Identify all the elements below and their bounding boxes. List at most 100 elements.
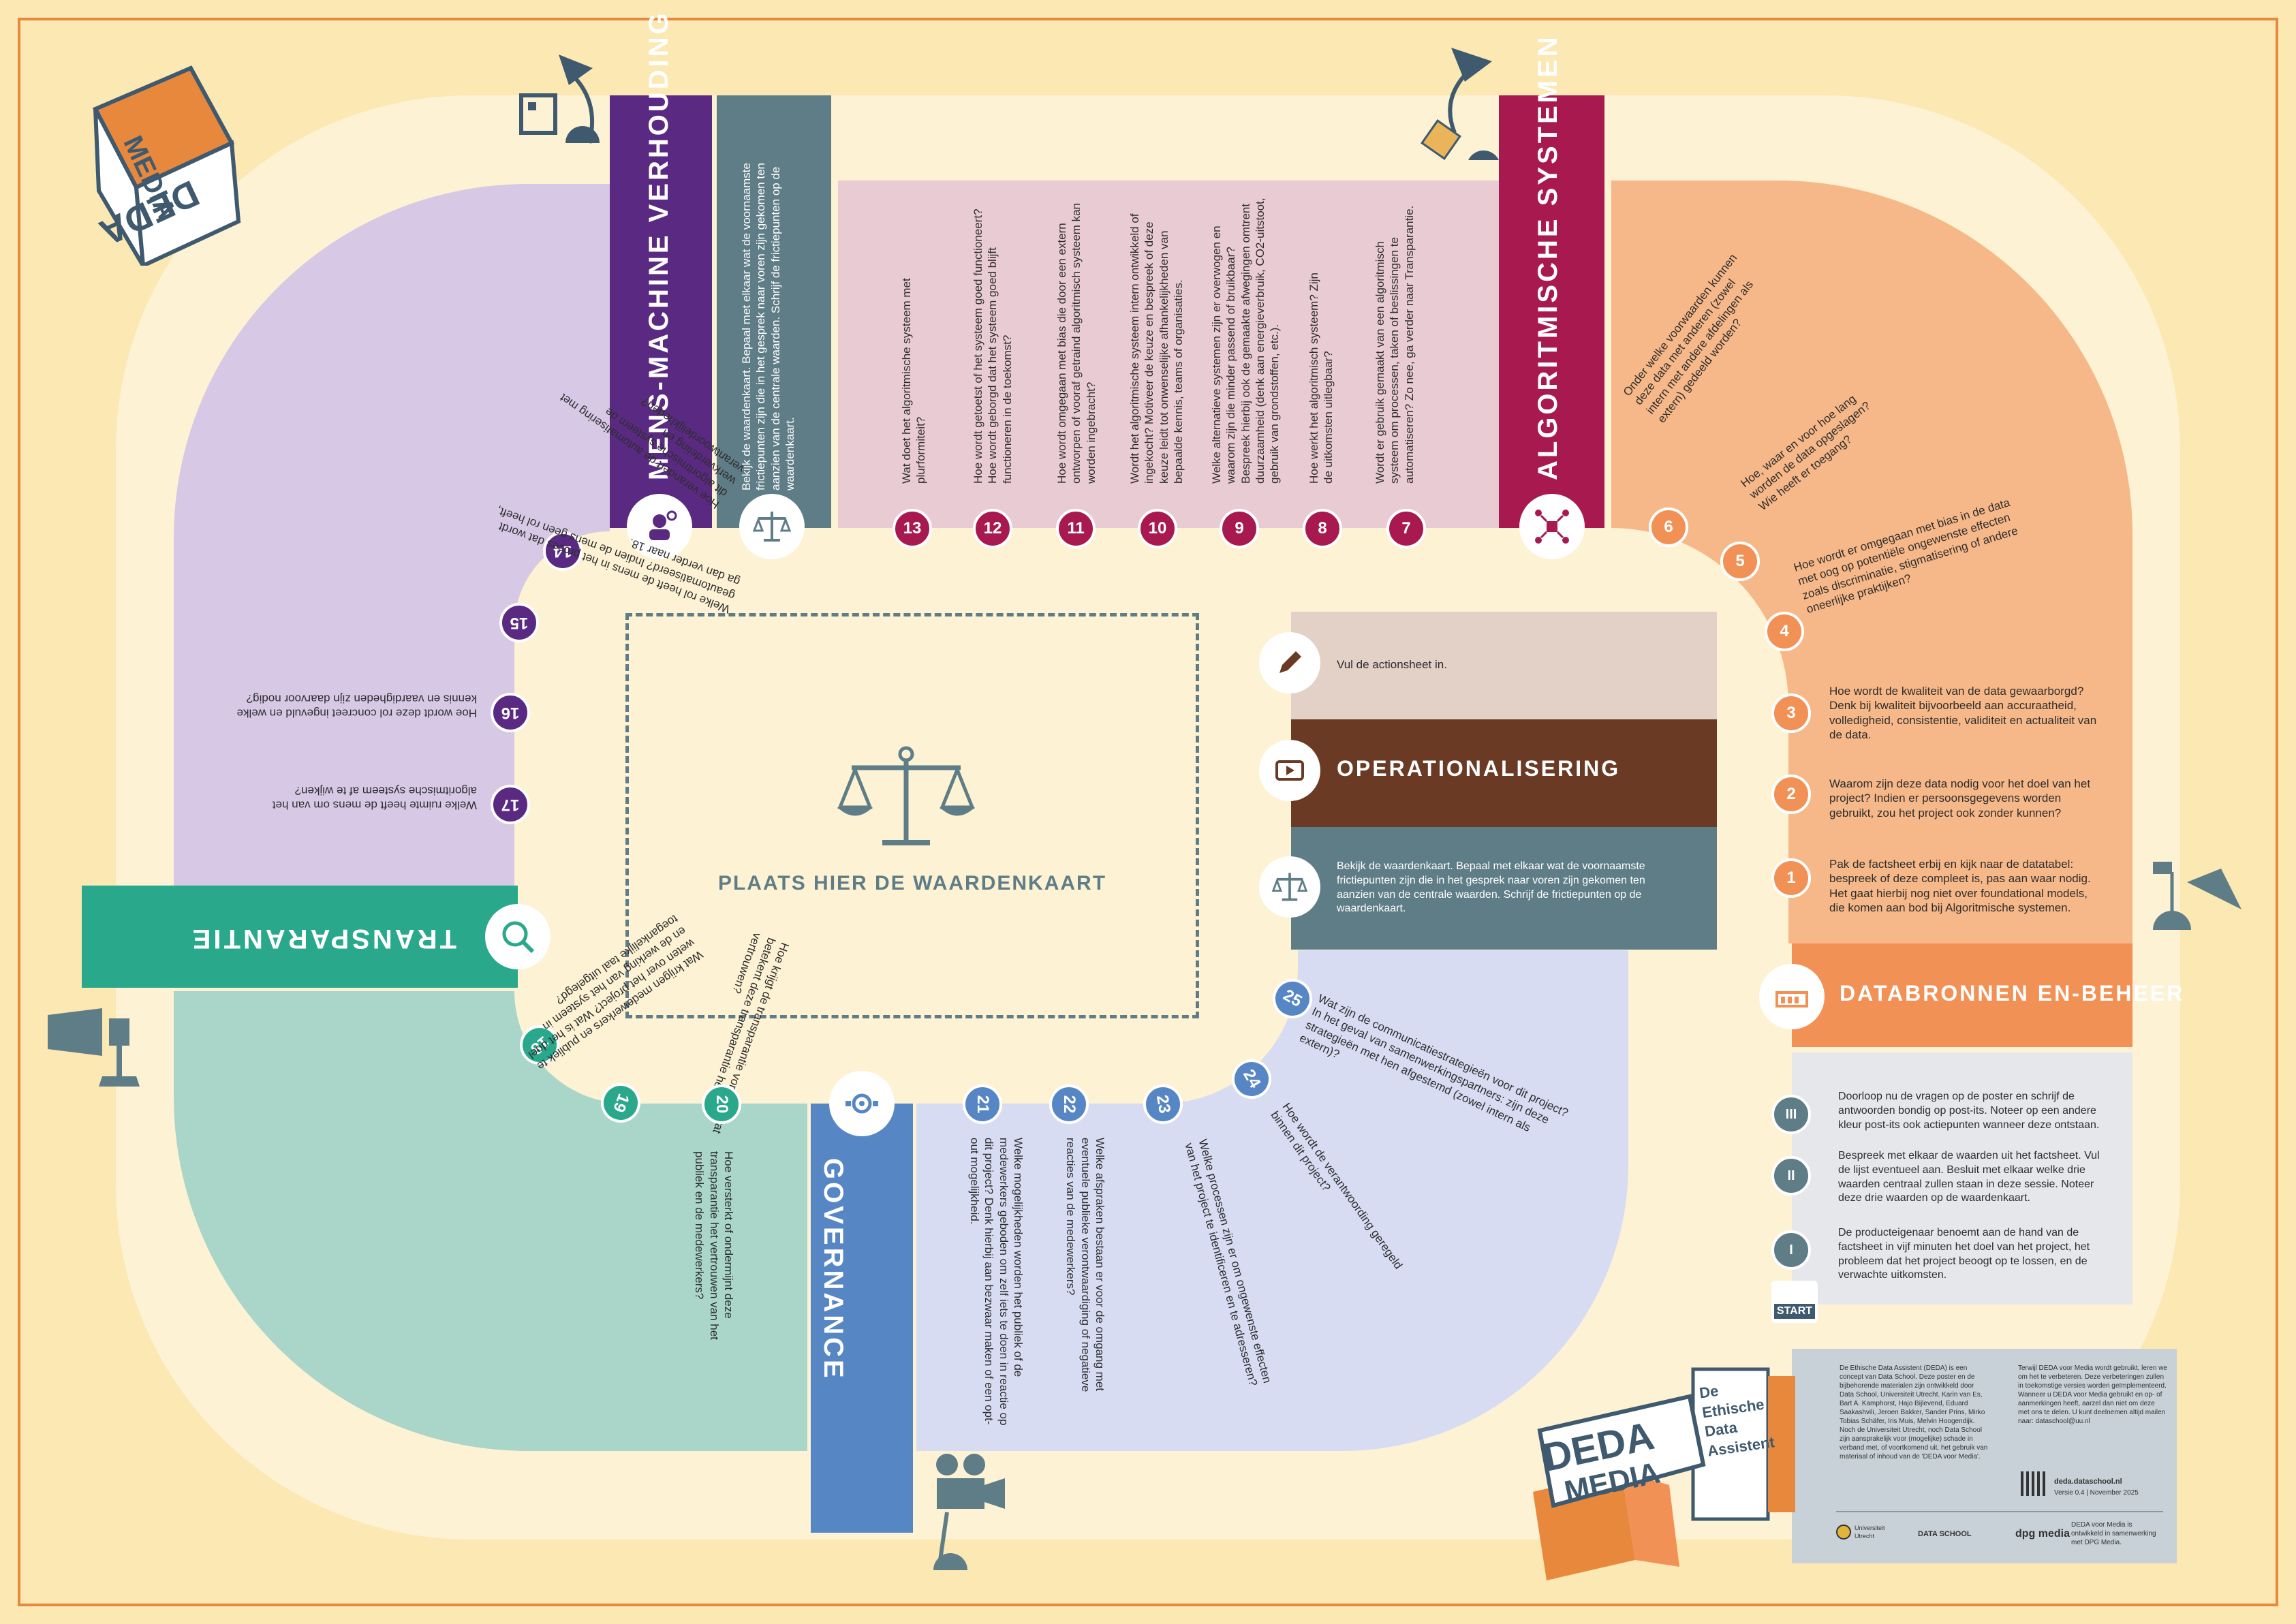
operationalisering-band <box>1291 719 1717 827</box>
algoritmische-question-zone <box>838 181 1499 528</box>
question-number: 17 <box>491 785 530 824</box>
algoritmische-band <box>1499 95 1604 528</box>
question-text: Pak de factsheet erbij en kijk naar de d… <box>1829 858 2091 914</box>
question-number: 22 <box>1049 1084 1089 1124</box>
network-icon <box>1535 510 1569 544</box>
waardenkaart-row <box>1291 827 1717 950</box>
waardenkaart-text: Bekijk de waardenkaart. Bepaal met elkaa… <box>1337 860 1645 915</box>
step-number: I <box>1771 1230 1811 1270</box>
start-badge: START <box>1771 1281 1818 1323</box>
footer-site: deda.dataschool.nl <box>2054 1478 2122 1486</box>
footer-panel <box>1792 1349 2177 1563</box>
megaphone-icon <box>48 1008 140 1087</box>
question-number: 9 <box>1220 509 1259 548</box>
algoritmische-icon <box>1519 494 1585 559</box>
question-text: Hoe wordt de kwaliteit van de data gewaa… <box>1829 685 2097 741</box>
waardenkaart-top-icon <box>739 494 805 559</box>
actionsheet-text: Vul de actionsheet in. <box>1337 658 1447 671</box>
question-number: 10 <box>1138 509 1177 548</box>
lavender-cutout <box>514 531 610 886</box>
governance-title: GOVERNANCE <box>818 1158 848 1381</box>
question-text: Welke mogelijkheden worden het publiek o… <box>968 1138 1025 1426</box>
mens-machine-icon <box>627 494 692 559</box>
dpg-logo: dpg media <box>2015 1528 2070 1540</box>
question-text: Hoe versterkt of ondermijnt deze transpa… <box>693 1151 736 1340</box>
camera-icon <box>933 1454 1005 1570</box>
question-text: Welke ruimte heeft de mens om van het al… <box>272 784 477 812</box>
waardenkaart-column <box>717 95 831 528</box>
magnifier-icon <box>502 921 535 954</box>
pencil-icon <box>1279 651 1301 673</box>
waardenkaart-icon <box>1259 856 1320 918</box>
spotlight-icon <box>2153 862 2241 930</box>
lamp-icon <box>519 54 600 144</box>
uu-logo: Universiteit Utrecht <box>1855 1525 1885 1540</box>
question-number: 7 <box>1386 509 1426 548</box>
start-steps-panel <box>1792 1052 2132 1305</box>
box-title: De Ethische Data Assistent <box>1698 1381 1776 1460</box>
database-icon <box>1775 991 1808 1008</box>
footer-col1: De Ethische Data Assistent (DEDA) is een… <box>1840 1364 1988 1461</box>
deda-logo-bottom: DEDA MEDIA <box>1526 1356 1812 1580</box>
question-number: 15 <box>499 603 539 642</box>
question-text: Wordt het algoritmische systeem intern o… <box>1128 213 1185 484</box>
question-text: Wat doet het algoritmische systeem met p… <box>900 278 928 484</box>
question-number: 4 <box>1765 612 1804 651</box>
question-number: 16 <box>491 693 530 732</box>
question-number: 6 <box>1649 507 1688 547</box>
transparantie-icon <box>485 904 550 969</box>
deda-logo-top: DEDA MEDIA <box>68 61 245 269</box>
step-text: De producteigenaar benoemt aan de hand v… <box>1838 1227 2090 1281</box>
question-text: Welke afspraken bestaan er voor de omgan… <box>1064 1138 1107 1392</box>
deda-box-icon: DEDA MEDIA <box>92 65 241 269</box>
scales-small-icon <box>1271 873 1308 901</box>
actionsheet-row <box>1291 612 1717 719</box>
question-number: 1 <box>1771 858 1811 898</box>
operationalisering-title: OPERATIONALISERING <box>1337 756 1621 781</box>
governance-icon <box>829 1071 895 1136</box>
question-text: Hoe wordt deze rol concreet ingevuld en … <box>236 692 477 720</box>
transparantie-title: TRANSPARANTIE <box>189 924 456 954</box>
footer-dpg-text: DEDA voor Media is ontwikkeld in samenwe… <box>2071 1521 2156 1546</box>
ds-logo: DATA SCHOOL <box>1918 1530 1972 1538</box>
question-text: Hoe wordt getoetst of het systeem goed f… <box>972 208 1014 484</box>
waardenkaart-top-text: Bekijk de waardenkaart. Bepaal met elkaa… <box>740 162 796 490</box>
qr-code <box>2021 1471 2045 1496</box>
question-number: 20 <box>702 1084 741 1124</box>
question-text: Hoe werkt het algoritmisch systeem? Zijn… <box>1307 272 1335 484</box>
question-text: Welke alternatieve systemen zijn er over… <box>1210 198 1281 484</box>
question-text: Waarom zijn deze data nodig voor het doe… <box>1829 777 2091 819</box>
video-play-icon <box>1275 760 1304 781</box>
databronnen-icon <box>1759 964 1825 1029</box>
deda-media-box-icon: DEDA MEDIA <box>1533 1367 1795 1580</box>
footer-col2: Terwijl DEDA voor Media wordt gebruikt, … <box>2018 1364 2167 1425</box>
algoritmische-title: ALGORITMISCHE SYSTEMEN <box>1533 34 1563 480</box>
step-number: II <box>1771 1156 1811 1196</box>
uu-seal-icon <box>1836 1525 1851 1540</box>
center-title: PLAATS HIER DE WAARDENKAART <box>717 872 1107 894</box>
scales-small-icon <box>752 512 792 542</box>
databronnen-title: DATABRONNEN EN-BEHEER <box>1840 981 2185 1005</box>
footer-divider <box>1836 1511 2163 1512</box>
question-number: 8 <box>1303 509 1342 548</box>
step-number: III <box>1771 1095 1811 1134</box>
question-number: 2 <box>1771 775 1811 814</box>
start-label: START <box>1773 1304 1816 1319</box>
question-number: 21 <box>963 1084 1002 1124</box>
step-text: Bespreek met elkaar de waarden uit het f… <box>1838 1150 2100 1204</box>
person-gear-icon <box>649 510 677 540</box>
operationalisering-icon <box>1259 740 1320 801</box>
footer-version: Versie 0.4 | November 2025 <box>2054 1489 2139 1497</box>
question-number: 3 <box>1771 693 1811 733</box>
actionsheet-icon <box>1259 632 1320 693</box>
step-text: Doorloop nu de vragen op de poster en sc… <box>1838 1091 2100 1131</box>
question-text: Wordt er gebruik gemaakt van een algorit… <box>1374 205 1416 484</box>
governance-band <box>811 1104 913 1533</box>
waardenkaart-placeholder[interactable] <box>625 613 1199 1018</box>
question-number: 5 <box>1720 542 1760 581</box>
question-number: 13 <box>893 509 932 548</box>
page-frame <box>18 18 2278 1606</box>
desk-lamp-icon <box>1421 48 1499 160</box>
question-text: Hoe wordt omgegaan met bias die door een… <box>1055 203 1098 484</box>
databronnen-band <box>1792 943 2132 1047</box>
